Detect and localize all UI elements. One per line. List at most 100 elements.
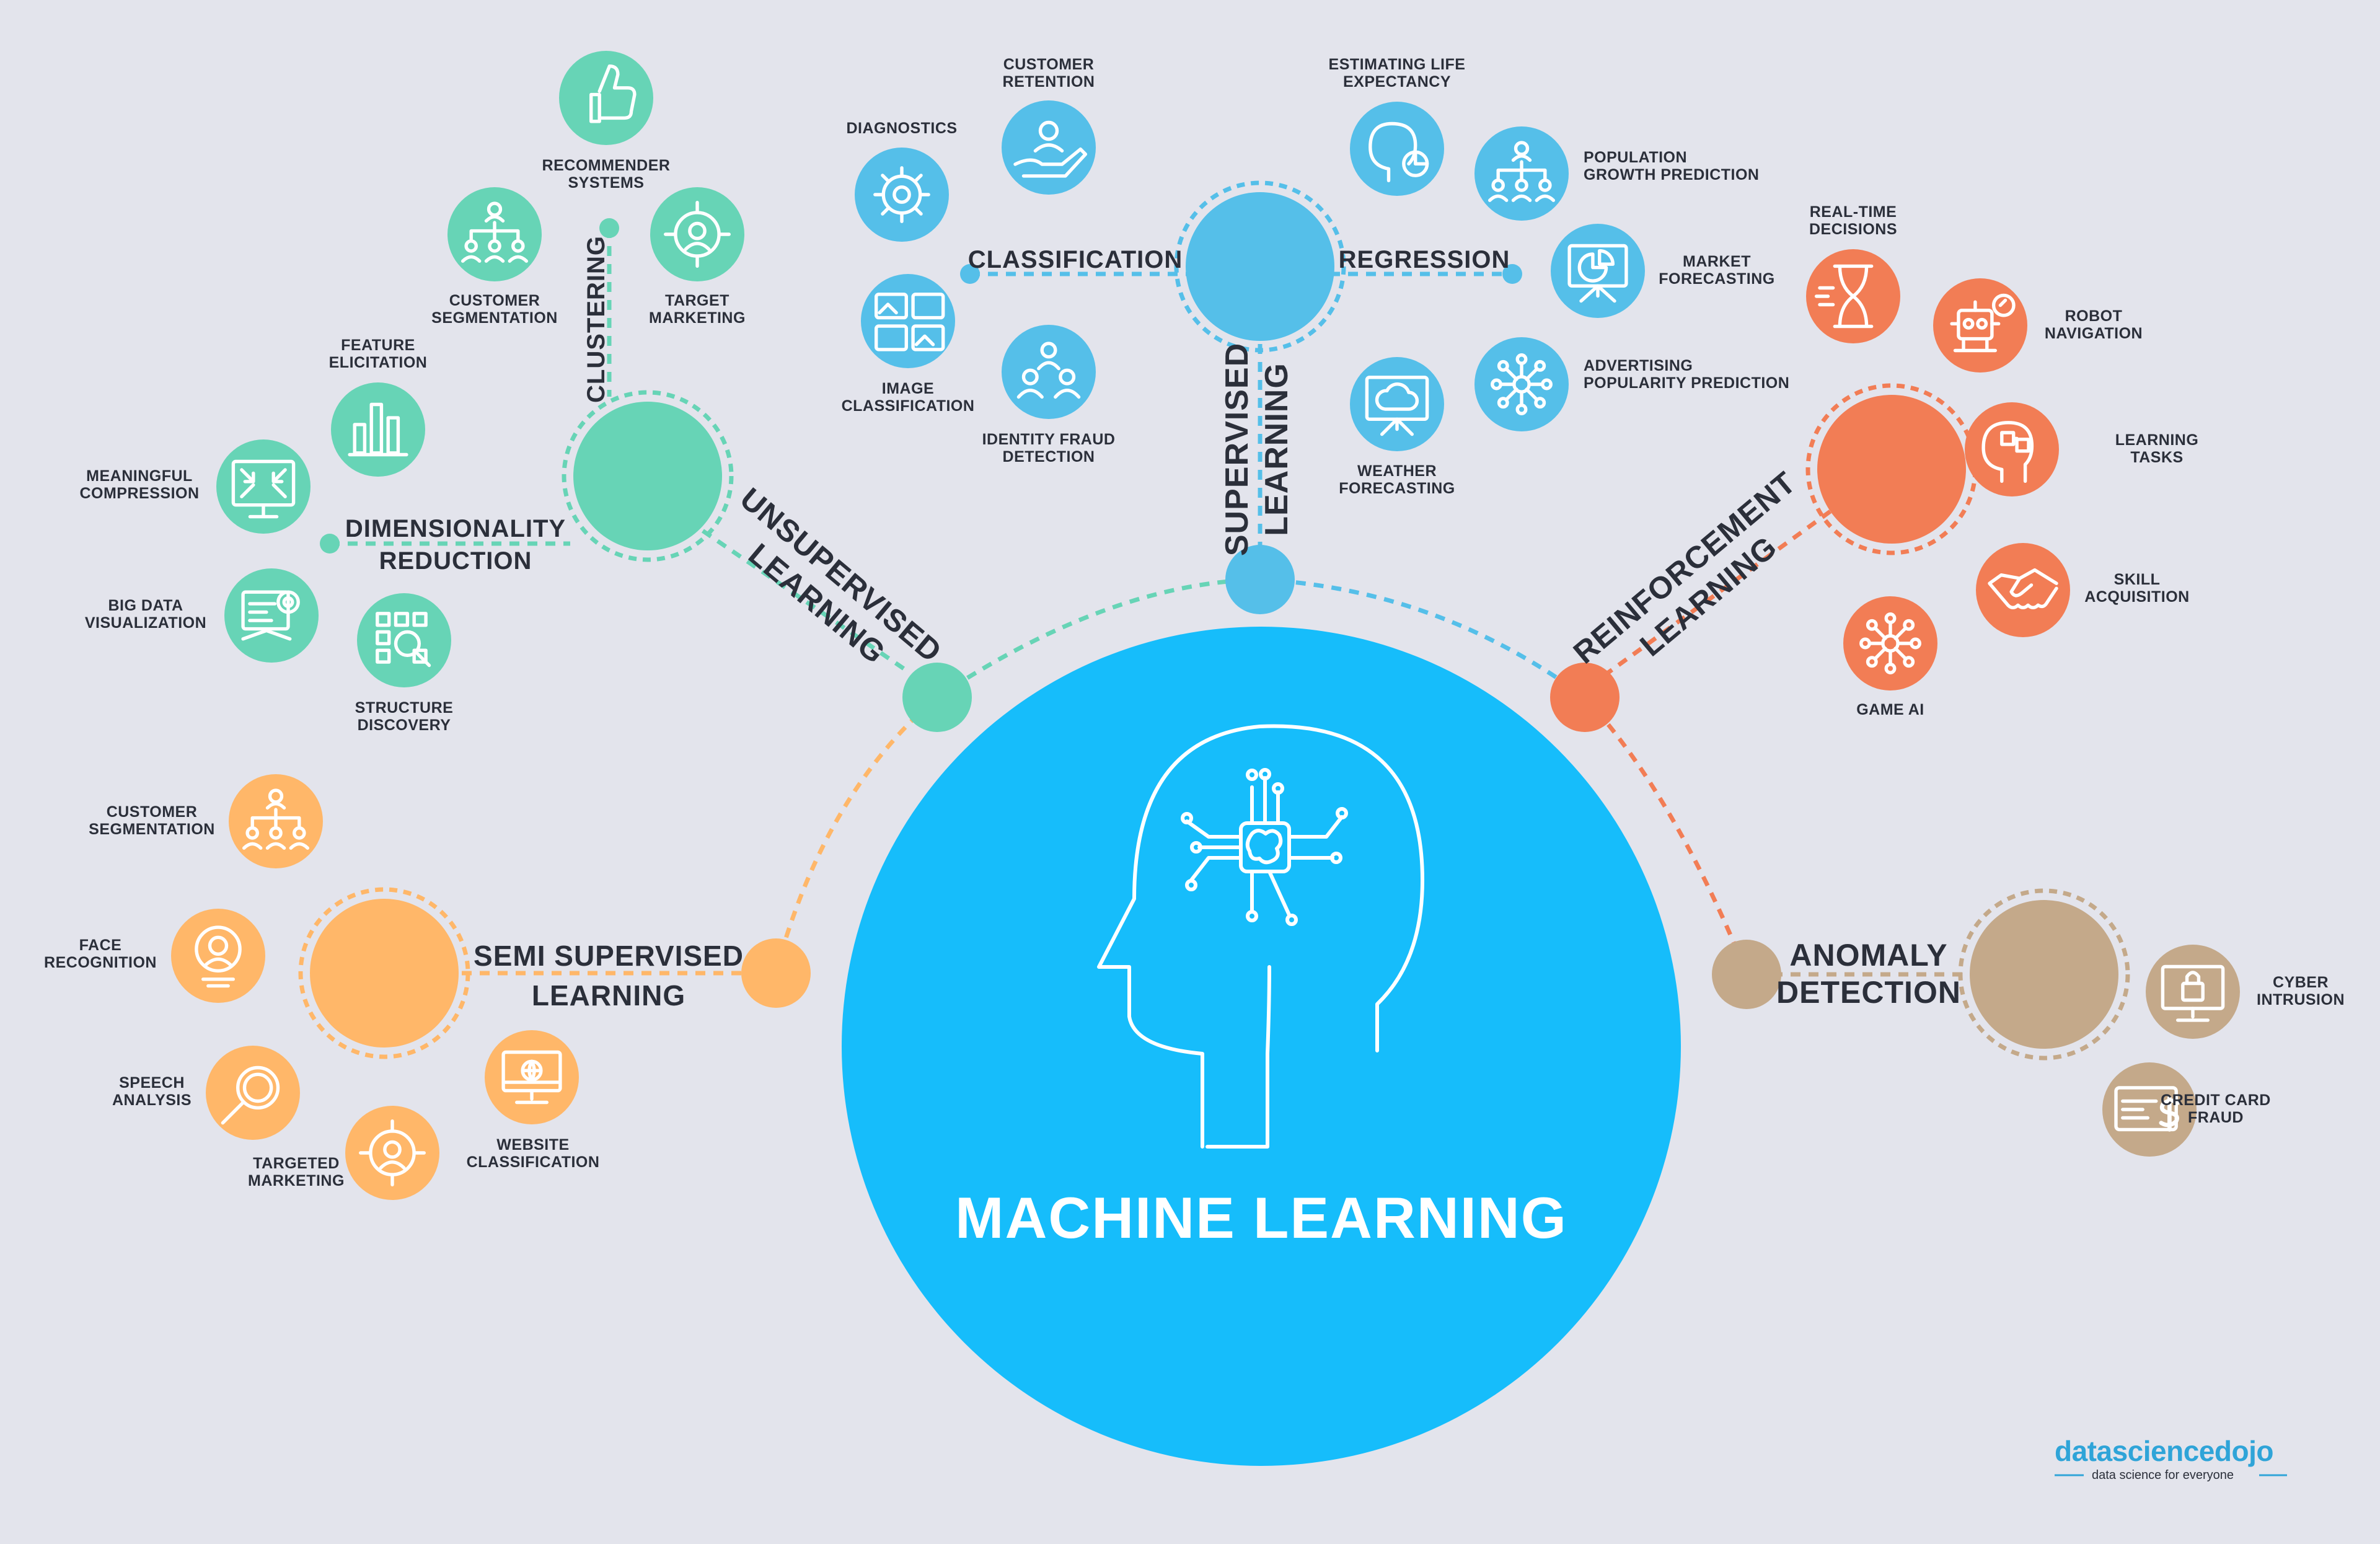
label-classification: CLASSIFICATION: [968, 246, 1183, 273]
connector-semi: [774, 695, 939, 973]
supervised-big-node: [1186, 192, 1334, 341]
lock-icon: [2161, 964, 2225, 1022]
connector-reinf-stem: [1602, 506, 1836, 677]
hub-supervised: [1225, 545, 1295, 614]
center-node: MACHINE LEARNING: [842, 627, 1681, 1466]
pie-icon: [1567, 244, 1628, 303]
dot-regression: [1502, 264, 1522, 284]
logo: datasciencedojo data science for everyon…: [2055, 1435, 2287, 1482]
tree-icon: [1488, 141, 1556, 202]
face-icon: [195, 925, 242, 988]
tree-icon: [461, 201, 529, 263]
main-title: MACHINE LEARNING: [955, 1185, 1567, 1250]
robot-icon: [1950, 293, 2016, 353]
handshake-icon: [1988, 568, 2058, 610]
bars-icon: [348, 402, 408, 457]
brain-head-icon: [1097, 724, 1424, 1149]
chart-icon: [241, 590, 300, 641]
label-regression: REGRESSION: [1339, 246, 1510, 273]
target-icon: [358, 1119, 426, 1187]
dot-clustering: [599, 218, 619, 238]
leaf-diagnostics: DIAGNOSTICS: [846, 120, 957, 242]
label-reinforcement: REINFORCEMENTLEARNING: [1567, 465, 1827, 699]
card-icon: [2114, 1086, 2180, 1132]
anomaly-big-node: [1970, 900, 2118, 1049]
magnifier-icon: [221, 1065, 280, 1125]
dot-classification: [960, 264, 980, 284]
leaf-label: DIAGNOSTICS: [846, 120, 957, 137]
logo-wordmark: datasciencedojo: [2055, 1435, 2273, 1467]
label-clustering: CLUSTERING: [583, 236, 610, 403]
target-icon: [663, 200, 731, 268]
hourglass-icon: [1814, 264, 1874, 329]
leaf-label: GAME AI: [1856, 701, 1924, 718]
people-icon: [1016, 342, 1081, 399]
network-icon: [1491, 353, 1553, 415]
thumb-icon: [589, 64, 637, 123]
reinforcement-big-node: [1817, 395, 1966, 544]
brainhead-icon: [1981, 421, 2034, 483]
network-icon: [1859, 612, 1921, 674]
label-unsupervised: UNSUPERVISEDLEARNING: [710, 481, 948, 698]
semi-big-node: [310, 899, 459, 1048]
hub-reinforcement: [1550, 663, 1620, 732]
connector-reinforcement: [1583, 695, 1749, 974]
hand-icon: [1013, 120, 1088, 178]
hub-unsupervised: [902, 663, 972, 732]
unsupervised-big-node: [573, 402, 722, 550]
gear-icon: [873, 166, 930, 223]
hub-anomaly: [1712, 940, 1781, 1009]
connector-unsupervised: [936, 577, 1261, 699]
